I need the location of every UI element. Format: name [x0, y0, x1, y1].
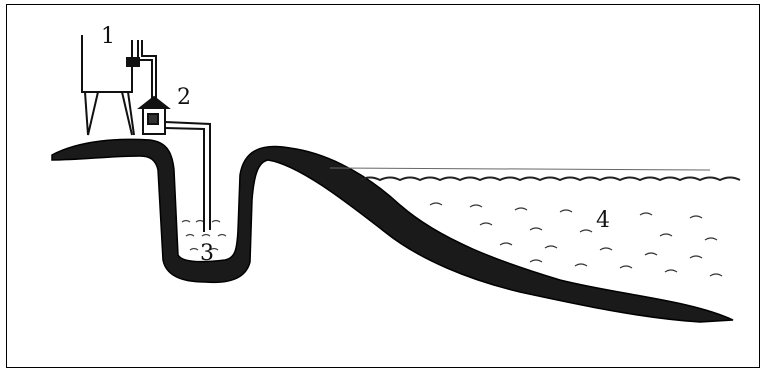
label-3: 3 [200, 241, 214, 266]
lake-ripples [429, 202, 723, 277]
instrument-hut [137, 95, 211, 232]
elevated-tank [81, 35, 157, 136]
ground [51, 138, 734, 323]
label-1: 1 [101, 24, 115, 49]
water-surface-line [329, 167, 711, 171]
lake [329, 167, 741, 277]
ground-mass [51, 138, 734, 323]
label-4: 4 [596, 208, 610, 233]
water-shoreline [359, 176, 741, 182]
label-2: 2 [177, 85, 191, 110]
